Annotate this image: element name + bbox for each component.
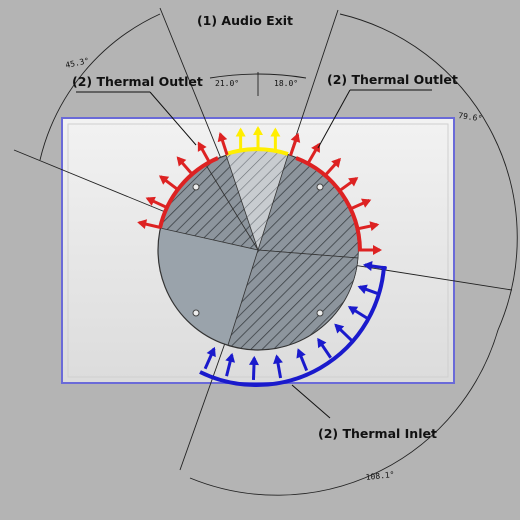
arrow-icon bbox=[248, 355, 259, 366]
arrow-icon bbox=[217, 132, 228, 143]
label-thermal-inlet: (2) Thermal Inlet bbox=[318, 426, 437, 441]
leader-outlet-right bbox=[317, 89, 351, 149]
arrow-icon bbox=[296, 348, 306, 359]
arrow-icon bbox=[311, 142, 320, 153]
arrow-icon bbox=[253, 126, 263, 135]
speaker-disc bbox=[157, 149, 359, 351]
arrow-icon bbox=[158, 175, 170, 185]
arrow-icon bbox=[317, 337, 327, 349]
arrow-icon bbox=[347, 306, 359, 316]
arrow-icon bbox=[273, 354, 283, 365]
inlet-band bbox=[199, 265, 386, 388]
arrow-icon bbox=[290, 132, 301, 143]
arrow-icon bbox=[176, 156, 187, 167]
arrow-icon bbox=[361, 198, 372, 208]
arrow-icon bbox=[270, 127, 281, 137]
label-thermal-outlet-left: (2) Thermal Outlet bbox=[72, 74, 203, 89]
arrow-icon bbox=[348, 177, 359, 187]
dim-text-2: 21.0° bbox=[215, 79, 239, 88]
dim-text-5: 108.1° bbox=[365, 470, 395, 482]
arrow-icon bbox=[373, 245, 382, 255]
arrow-icon bbox=[225, 352, 236, 363]
dim-arc-right bbox=[189, 13, 518, 496]
arrow-icon bbox=[145, 196, 156, 206]
arrow-icon bbox=[235, 127, 246, 137]
arrow-icon bbox=[362, 261, 373, 271]
leader-inlet bbox=[291, 384, 331, 419]
dim-text-4: 79.6° bbox=[458, 111, 483, 123]
label-thermal-outlet-right: (2) Thermal Outlet bbox=[327, 72, 458, 87]
hatched-sector-lower bbox=[227, 249, 359, 351]
arrow-icon bbox=[369, 221, 380, 231]
screw-icon bbox=[316, 309, 324, 317]
screw-icon bbox=[316, 183, 324, 191]
arrow-icon bbox=[331, 157, 341, 168]
arrow-group bbox=[137, 126, 387, 380]
dim-arc-left bbox=[39, 13, 161, 161]
plate-inner-border bbox=[67, 123, 449, 378]
label-audio-exit: (1) Audio Exit bbox=[197, 13, 293, 28]
dim-text-1: 45.3° bbox=[65, 56, 90, 70]
arrow-icon bbox=[206, 346, 216, 358]
dim-text-3: 18.0° bbox=[274, 79, 298, 88]
arrow-icon bbox=[197, 141, 207, 152]
arrow-icon bbox=[137, 219, 148, 230]
outlet-band-right bbox=[295, 156, 362, 251]
arrow-icon bbox=[357, 284, 368, 295]
screw-icon bbox=[192, 183, 200, 191]
arrow-icon bbox=[334, 323, 345, 334]
leader-outlet-left bbox=[149, 91, 197, 146]
screw-icon bbox=[192, 309, 200, 317]
